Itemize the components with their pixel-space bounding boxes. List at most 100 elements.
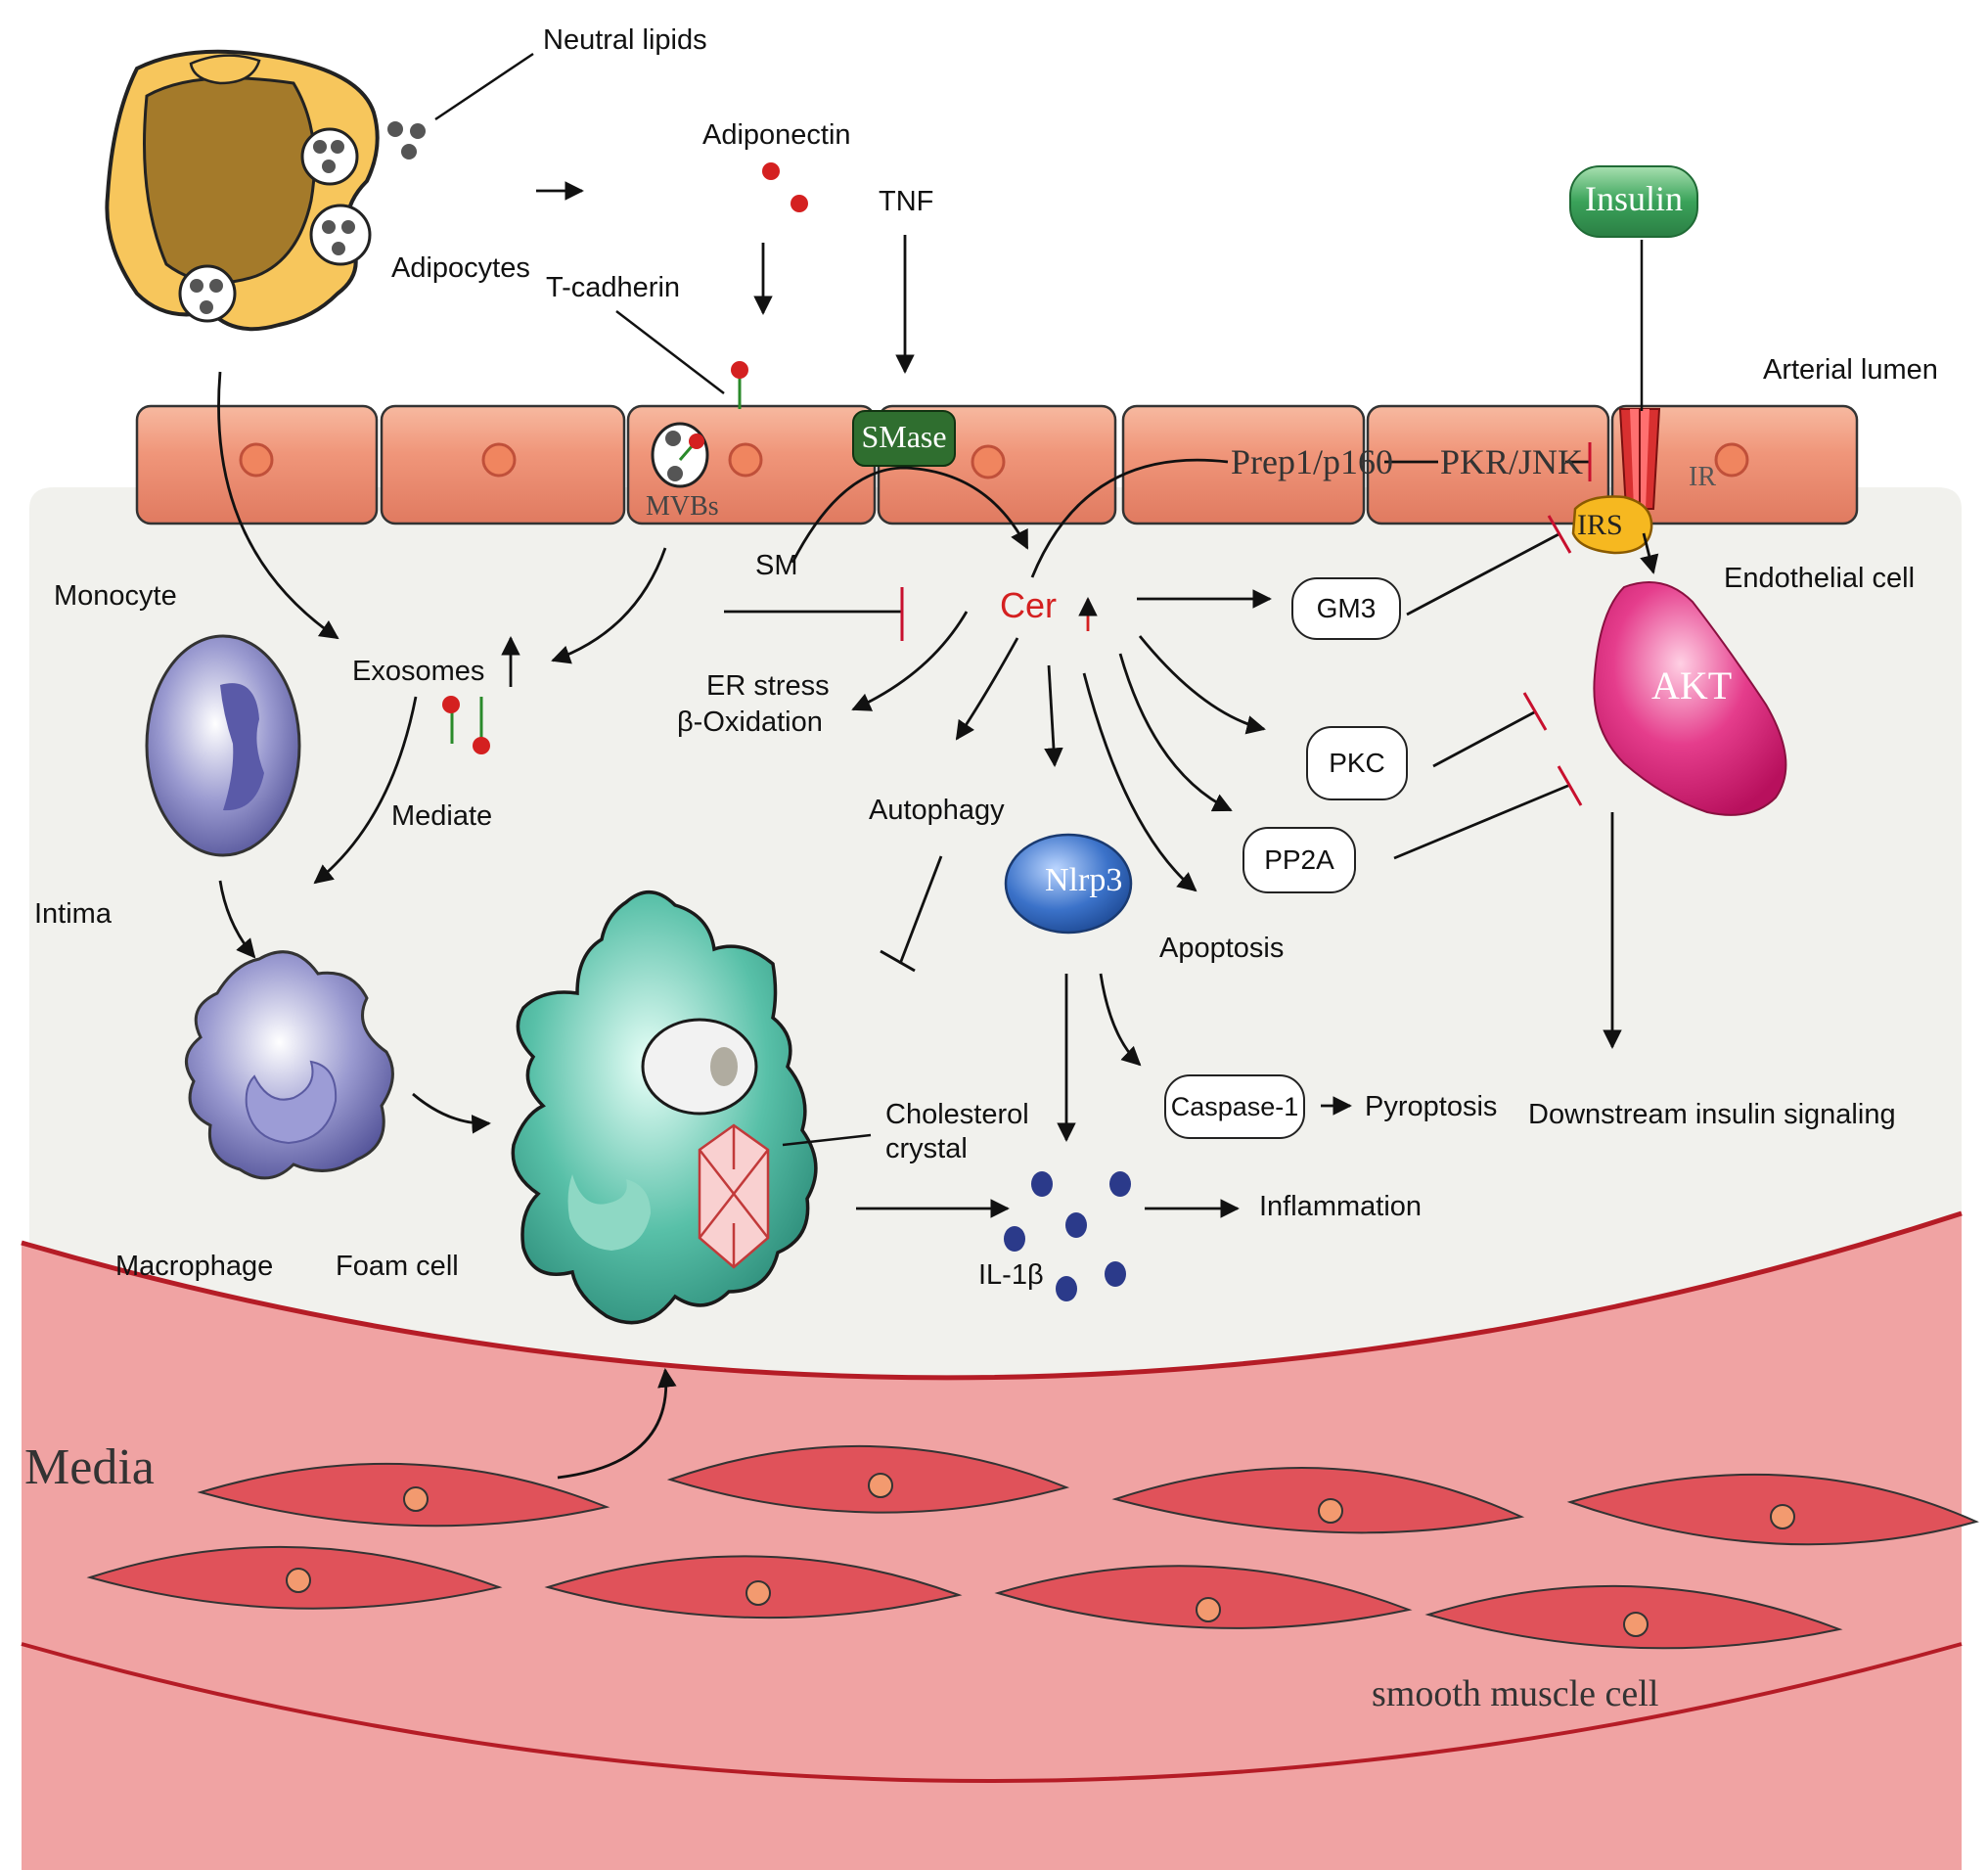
smc-nucleus: [286, 1568, 311, 1593]
foam-cell-vacuole: [567, 1174, 651, 1251]
label-er-stress: ER stress: [706, 670, 830, 702]
label-irs: IRS: [1577, 509, 1623, 541]
arrow-cer-nlrp3: [1044, 664, 1063, 767]
label-neutral-lipids: Neutral lipids: [543, 24, 707, 56]
endothelial-nuclei: [239, 442, 1749, 479]
smc-nucleus: [868, 1473, 893, 1498]
media-bottom-edge: [21, 1642, 1963, 1783]
smooth-muscle-cell: [1111, 1467, 1525, 1534]
label-il1b: IL-1β: [978, 1259, 1044, 1291]
label-t-cadherin: T-cadherin: [546, 272, 681, 303]
label-ir: IR: [1689, 462, 1716, 492]
gm3-box: GM3: [1291, 577, 1401, 640]
adiponectin-dot: [791, 195, 808, 212]
arrow-ir-akt: [1640, 532, 1659, 574]
label-pyroptosis: Pyroptosis: [1365, 1091, 1498, 1122]
adipocyte: [105, 49, 380, 332]
insulin-receptor: [1618, 408, 1661, 510]
cholesterol-leader: [782, 1133, 872, 1147]
t-cadherin-adiponectin: [731, 361, 748, 379]
adiponectin-dot: [762, 162, 780, 180]
label-smase: SMase: [861, 419, 947, 454]
inhibit-autophagy-foam-bar: [880, 949, 916, 973]
smc-nucleus: [403, 1486, 429, 1512]
label-endothelial-cell: Endothelial cell: [1724, 563, 1916, 594]
label-insulin: Insulin: [1584, 179, 1683, 218]
label-crystal: crystal: [885, 1133, 968, 1164]
arrow-cer-prep1: [1030, 458, 1229, 578]
cholesterol-crystal: [698, 1123, 770, 1269]
label-foam-cell: Foam cell: [336, 1251, 459, 1282]
label-nlrp3: Nlrp3: [1045, 862, 1123, 898]
label-cholesterol: Cholesterol: [885, 1099, 1029, 1130]
t-cadherin-leader: [615, 310, 725, 394]
foam-cell-nucleolus: [710, 1047, 738, 1086]
inhibit-pkc-akt-bar: [1522, 692, 1548, 731]
label-adiponectin: Adiponectin: [702, 119, 851, 151]
media-region: [22, 1213, 1962, 1870]
label-macrophage: Macrophage: [115, 1251, 274, 1282]
smooth-muscle-cell: [994, 1565, 1413, 1629]
pp2a-box: PP2A: [1242, 827, 1356, 893]
nlrp3-complex: [1004, 833, 1133, 935]
arrow-cer-pkc: [1138, 635, 1266, 735]
monocyte-cell: [145, 634, 301, 857]
inhibition-lines: [724, 442, 1592, 973]
il1b-particles: [1004, 1171, 1131, 1301]
label-pkr-jnk: PKR/JNK: [1440, 442, 1584, 481]
label-apoptosis: Apoptosis: [1159, 933, 1285, 964]
label-cer: Cer: [1000, 585, 1058, 625]
smc-nucleus: [1623, 1612, 1649, 1637]
smooth-muscle-cell: [666, 1444, 1070, 1514]
inhibit-pkc-akt: [1432, 709, 1537, 768]
inhibit-gm3-irs-bar: [1547, 515, 1572, 554]
exosome-dot: [473, 737, 490, 754]
inhibit-autophagy-foam: [898, 855, 943, 965]
arrow-nlrp3-caspase: [1099, 973, 1142, 1067]
irs-protein: [1571, 495, 1653, 555]
label-mediate: Mediate: [391, 800, 493, 832]
arrow-cer-pp2a: [1118, 653, 1233, 812]
arrow-cer-apoptosis: [1082, 672, 1197, 892]
label-inflammation: Inflammation: [1259, 1191, 1423, 1222]
label-prep1: Prep1/p160: [1231, 442, 1393, 481]
arrow-adipocyte-exosomes: [217, 371, 339, 640]
label-akt: AKT: [1651, 663, 1733, 707]
smc-nucleus: [1318, 1498, 1343, 1524]
smc-nucleus: [746, 1580, 771, 1606]
arrow-monocyte-macrophage: [218, 880, 256, 959]
smc-nucleus: [1196, 1597, 1221, 1622]
mvb-vesicle: [651, 422, 709, 488]
neutral-lipids-leader: [434, 52, 534, 121]
label-mvbs: MVBs: [646, 491, 719, 522]
arrow-cer-autophagy: [955, 637, 1019, 741]
endothelial-cell: [1121, 404, 1366, 525]
macrophage-nucleus: [245, 1060, 338, 1145]
inhibit-gm3-irs: [1406, 531, 1561, 616]
foam-cell-nucleus: [641, 1018, 758, 1116]
exosome-dot: [442, 696, 460, 713]
macrophage-cell: [185, 950, 394, 1180]
smc-nucleus: [1770, 1504, 1795, 1529]
insulin-molecule: [1569, 165, 1698, 238]
monocyte-nucleus: [220, 683, 264, 811]
label-media: Media: [24, 1439, 155, 1495]
label-monocyte: Monocyte: [54, 580, 177, 612]
smooth-muscle-cells: [86, 1444, 1979, 1650]
arrow-smc-foam: [557, 1368, 677, 1480]
neutral-lipid-particles: [387, 121, 426, 160]
akt-protein: [1593, 581, 1787, 816]
label-tnf: TNF: [879, 186, 934, 217]
arrow-mvbs-exosomes: [551, 547, 667, 664]
label-exosomes: Exosomes: [352, 656, 485, 687]
caspase1-box: Caspase-1: [1164, 1074, 1305, 1139]
endothelial-cell: [1366, 404, 1610, 525]
inhibit-pp2a-akt: [1393, 783, 1571, 860]
smooth-muscle-cell: [197, 1462, 610, 1528]
label-intima: Intima: [34, 898, 112, 930]
arrow-cer-er-stress: [851, 611, 969, 711]
label-adipocytes: Adipocytes: [391, 252, 530, 284]
label-beta-oxidation: β-Oxidation: [677, 707, 823, 738]
